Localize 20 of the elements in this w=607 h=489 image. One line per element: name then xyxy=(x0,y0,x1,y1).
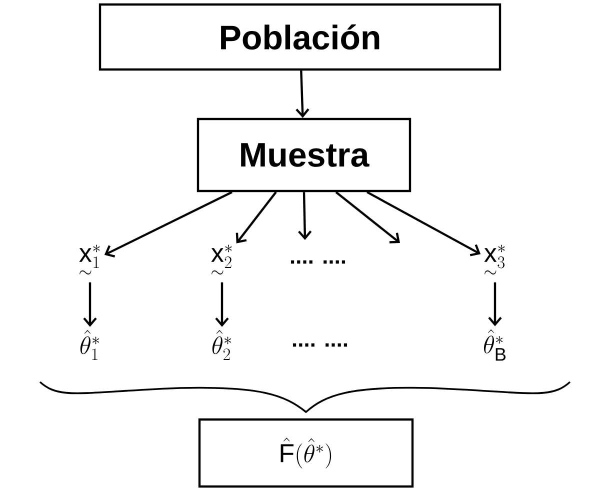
arrow xyxy=(236,191,277,244)
arrow xyxy=(83,282,97,327)
resample-label: $\underset{\sim}{\mathrm{x}}{}^{*}_{2}$ xyxy=(211,244,232,274)
arrow xyxy=(366,191,481,256)
arrow xyxy=(215,282,229,327)
arrow xyxy=(296,70,310,118)
resample-label: $\underset{\sim}{\mathrm{x}}{}^{*}_{3}$ xyxy=(484,244,505,274)
result-box: $\hat{\mathrm{F}}(\hat{\theta}^{*})$ xyxy=(198,418,414,488)
estimate-label: $\hat{\theta}^{*}_{1}$ xyxy=(80,330,99,360)
arrow xyxy=(104,191,232,258)
ellipsis: .... .... xyxy=(292,343,348,347)
population-box: Población xyxy=(98,3,502,71)
arrow xyxy=(488,282,502,326)
arrow xyxy=(335,191,400,244)
estimate-label: $\hat{\theta}^{*}_{2}$ xyxy=(212,330,231,360)
arrow xyxy=(298,192,312,240)
estimate-label: $\hat{\theta}^{*}_{\mathrm{B}}$ xyxy=(484,329,506,361)
ellipsis: .... .... xyxy=(290,260,346,264)
resample-label: $\underset{\sim}{\mathrm{x}}{}^{*}_{1}$ xyxy=(79,244,100,274)
sample-box: Muestra xyxy=(196,118,412,192)
